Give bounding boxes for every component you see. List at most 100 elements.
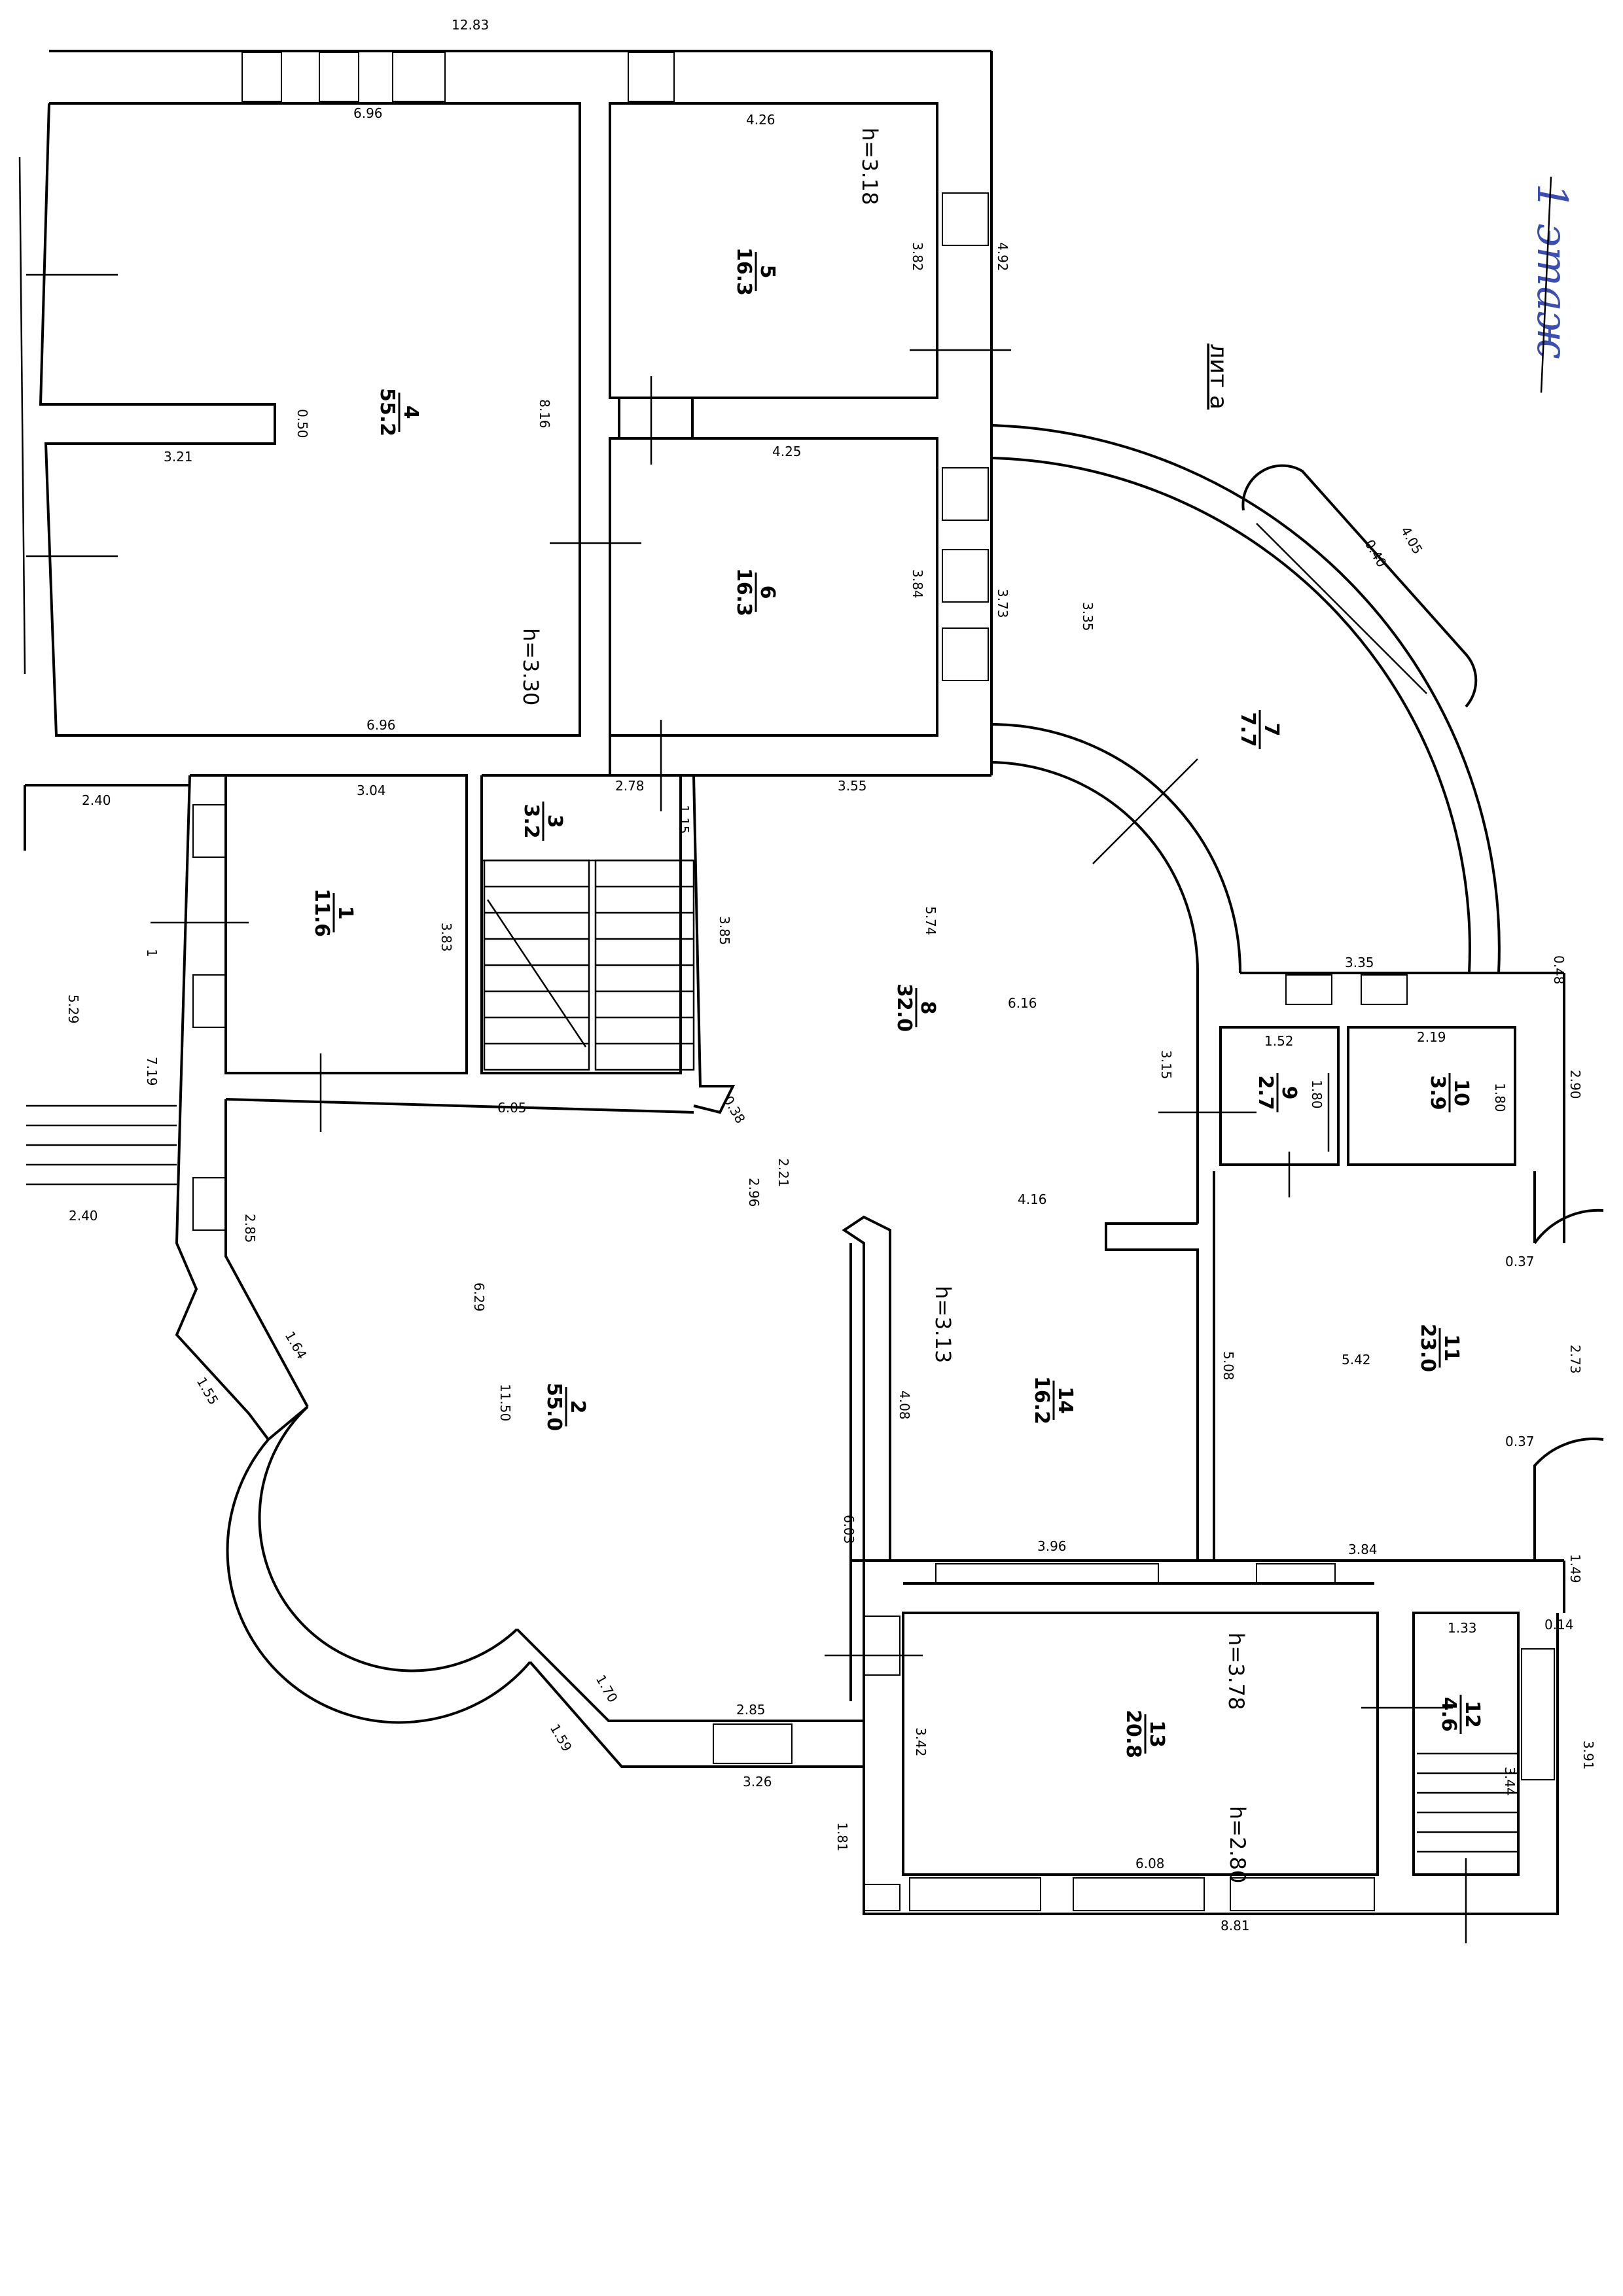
dimension-label: 1.15 — [676, 805, 692, 834]
dimension-label: 6.29 — [471, 1282, 487, 1312]
room-number: 3 — [543, 815, 566, 828]
room-number: 12 — [1461, 1701, 1484, 1728]
room-label-3: 3 3.2 — [520, 802, 566, 841]
room-label-14: 14 16.2 — [1030, 1376, 1077, 1424]
dimension-label: 1.59 — [547, 1722, 575, 1755]
room-label-10: 10 3.9 — [1426, 1073, 1472, 1112]
dimension-label: 2.85 — [736, 1702, 766, 1718]
room-number: 8 — [916, 1001, 939, 1015]
height-label: h=3.13 — [931, 1286, 955, 1363]
height-label: h=3.18 — [857, 128, 882, 205]
room-label-9: 9 2.7 — [1254, 1073, 1300, 1112]
dimension-label: 1.81 — [834, 1822, 850, 1852]
dimension-label: 11.50 — [497, 1384, 513, 1421]
room-label-11: 11 23.0 — [1416, 1324, 1463, 1372]
room-number: 1 — [334, 906, 357, 920]
dimension-label: 5.74 — [923, 906, 938, 936]
dimension-label: 4.05 — [1398, 524, 1426, 557]
dimension-label: 1.52 — [1264, 1033, 1294, 1049]
dimension-label: 1.80 — [1309, 1080, 1325, 1109]
room-number: 4 — [399, 406, 422, 419]
dimension-label: 8.81 — [1221, 1918, 1250, 1934]
dimension-label: 3.04 — [357, 783, 386, 798]
room-label-12: 12 4.6 — [1437, 1695, 1484, 1734]
stairs — [26, 859, 1518, 1853]
dimension-label: 6.05 — [497, 1100, 527, 1116]
room-area: 55.0 — [543, 1383, 565, 1431]
dimension-label: 2.19 — [1417, 1029, 1446, 1045]
room-area: 11.6 — [310, 889, 333, 937]
room-number: 10 — [1450, 1079, 1472, 1106]
dimension-label: 3.96 — [1037, 1538, 1067, 1554]
room-label-6: 6 16.3 — [732, 568, 779, 616]
room-area: 3.9 — [1426, 1075, 1449, 1110]
dimension-label: 5.29 — [65, 995, 81, 1024]
dimension-label: 3.91 — [1580, 1740, 1596, 1770]
dimension-label: 2.40 — [69, 1208, 98, 1224]
letter-label: лит а — [1205, 344, 1232, 410]
ceiling-heights: h=3.18 h=3.30 h=3.13 h=3.78 h=2.80 — [518, 128, 1250, 1883]
room-number: 7 — [1260, 723, 1283, 737]
door-marks — [26, 274, 1467, 1943]
handwritten-note: 1 этаж — [1527, 183, 1576, 359]
walls — [18, 50, 1604, 1915]
room-area: 2.7 — [1254, 1075, 1277, 1110]
dimension-label: 3.35 — [1080, 602, 1096, 631]
dimension-label: 0.38 — [721, 1093, 749, 1127]
room-label-7: 7 7.7 — [1236, 710, 1283, 749]
dimension-label: 6.08 — [1135, 1856, 1165, 1871]
dimension-label: 2.96 — [746, 1178, 762, 1207]
dimension-label: 8.16 — [537, 399, 552, 429]
dimension-label: 4.25 — [772, 444, 802, 459]
room-label-8: 8 32.0 — [893, 983, 939, 1032]
dimension-label: 1.64 — [282, 1329, 310, 1362]
dimension-label: 2.21 — [776, 1158, 791, 1188]
room-number: 5 — [756, 265, 779, 279]
dimension-label: 7.19 — [144, 1057, 160, 1086]
room-label-5: 5 16.3 — [732, 247, 779, 296]
dimension-label: 3.84 — [910, 569, 925, 599]
room-area: 3.2 — [520, 804, 543, 838]
room-label-4: 4 55.2 — [376, 388, 422, 436]
dimension-label: 0.14 — [1544, 1617, 1574, 1633]
dimension-label: 5.08 — [1221, 1351, 1236, 1381]
dimension-label: 4.92 — [995, 242, 1010, 272]
dimension-label: 12.83 — [452, 17, 489, 33]
dimension-label: 3.21 — [164, 449, 193, 465]
dimension-label: 3.55 — [838, 778, 867, 794]
dimension-label: 1.49 — [1567, 1554, 1583, 1583]
height-label: h=2.80 — [1225, 1806, 1250, 1883]
dimension-label: 3.44 — [1502, 1767, 1518, 1796]
room-area: 4.6 — [1437, 1697, 1460, 1731]
dimension-label: 6.16 — [1008, 995, 1037, 1011]
room-area: 32.0 — [893, 983, 916, 1032]
room-number: 2 — [566, 1400, 589, 1414]
dimension-label: 1 — [144, 949, 160, 957]
dimension-label: 2.40 — [82, 792, 111, 808]
room-area: 23.0 — [1416, 1324, 1439, 1372]
dimension-label: 0.48 — [1551, 955, 1567, 985]
room-number: 11 — [1440, 1334, 1463, 1362]
dimension-label: 2.78 — [615, 778, 645, 794]
room-number: 9 — [1277, 1086, 1300, 1100]
room-label-1: 1 11.6 — [310, 889, 357, 937]
dimension-label: 3.84 — [1348, 1542, 1378, 1557]
dimension-label: 5.42 — [1342, 1352, 1371, 1368]
room-number: 13 — [1145, 1720, 1168, 1748]
dimension-label: 4.08 — [897, 1390, 912, 1420]
dimension-label: 3.85 — [717, 916, 732, 945]
room-number: 6 — [756, 586, 779, 599]
dimension-label: 3.35 — [1345, 955, 1374, 970]
height-label: h=3.30 — [518, 628, 543, 705]
room-area: 7.7 — [1236, 712, 1259, 747]
dimension-label: 0.50 — [294, 409, 310, 438]
dimension-label: 2.90 — [1567, 1070, 1583, 1099]
dimension-label: 6.96 — [353, 105, 383, 121]
dimension-label: 2.73 — [1567, 1345, 1583, 1374]
dimension-label: 3.42 — [913, 1727, 929, 1757]
dimension-label: 6.03 — [841, 1515, 857, 1544]
room-area: 16.3 — [732, 568, 755, 616]
dimension-label: 3.83 — [438, 923, 454, 952]
dimension-label: 4.16 — [1018, 1192, 1047, 1207]
